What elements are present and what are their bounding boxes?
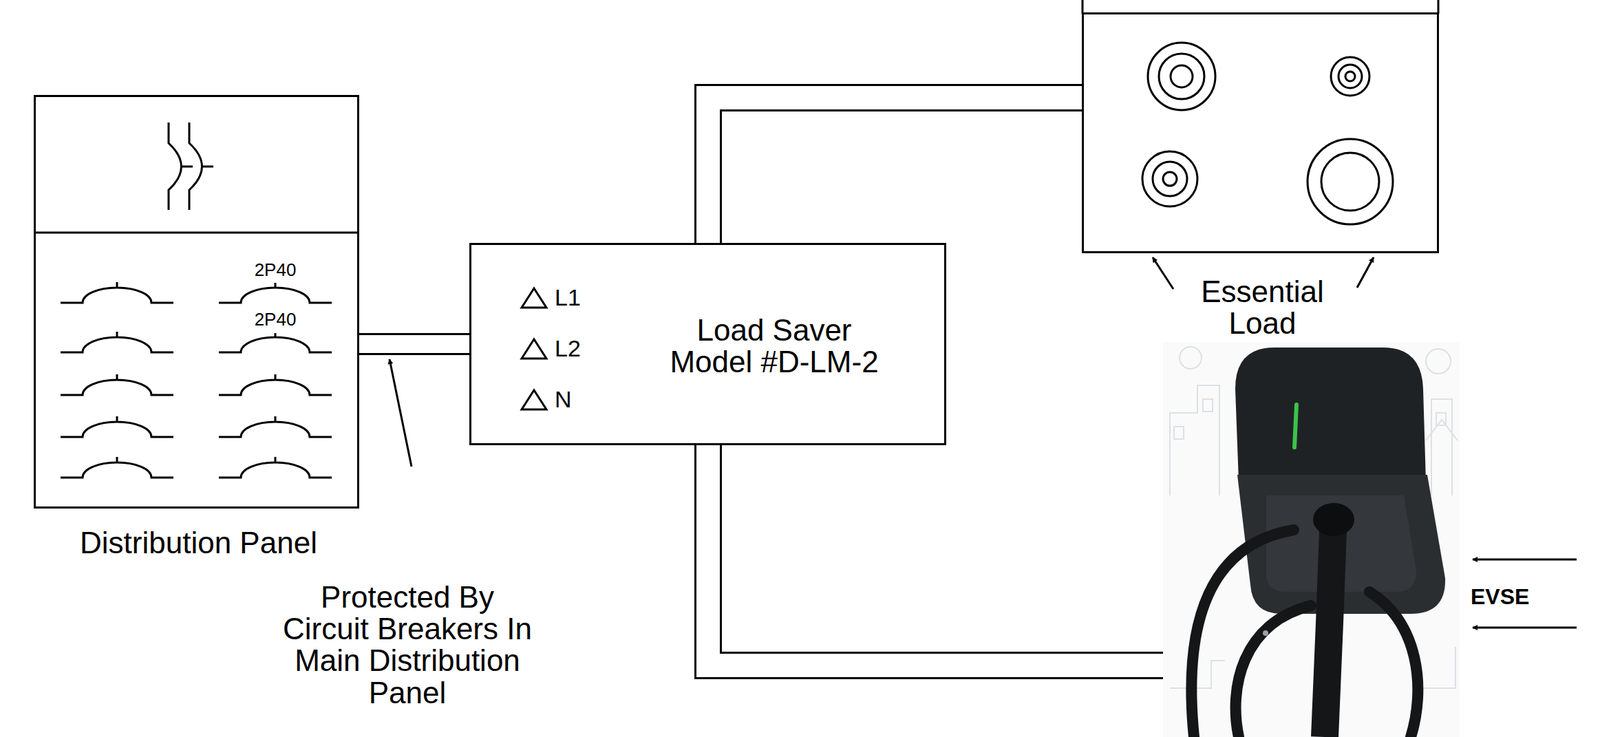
terminal-symbols <box>521 288 547 410</box>
window-sketch <box>1174 426 1184 440</box>
wire-gap <box>708 97 1082 243</box>
panel-divider <box>33 231 360 234</box>
charger-housing <box>1235 347 1426 482</box>
terminal-triangle <box>521 339 547 359</box>
building-sketch <box>1431 399 1453 496</box>
wire-outline <box>708 445 1164 666</box>
cable <box>1191 529 1294 737</box>
breaker-rating: 2P40 <box>254 260 297 281</box>
breaker-symbol <box>218 333 332 353</box>
breaker-symbol <box>218 416 332 437</box>
terminal-triangle <box>521 288 547 308</box>
terminal-triangle <box>521 390 547 410</box>
leader-arrow <box>389 359 412 467</box>
street-sketch <box>1417 646 1456 689</box>
picture-ground <box>1163 342 1460 737</box>
charger-cables <box>1191 512 1418 737</box>
breaker-symbol <box>60 374 174 396</box>
burner-ring <box>1307 139 1393 225</box>
wire-gap <box>708 445 1164 666</box>
double-wire <box>708 97 1082 243</box>
panel-internals <box>33 122 360 478</box>
burner-ring <box>1321 152 1380 211</box>
distribution-panel: Distribution Panel <box>33 94 360 509</box>
burner-ring <box>1170 65 1193 88</box>
breaker-symbol <box>60 331 174 353</box>
box-extension <box>1437 0 1440 14</box>
main-breaker-symbol <box>189 122 214 210</box>
tree-sketch <box>1179 346 1202 369</box>
pointer-arrow <box>1472 626 1577 629</box>
tree-sketch <box>1425 348 1451 374</box>
city-sketch <box>1169 346 1458 689</box>
burner-ring <box>1147 42 1216 111</box>
wire-gap <box>359 335 470 354</box>
essential-load-box: Essential Load <box>1081 12 1439 254</box>
terminal-name: N <box>554 386 572 413</box>
breaker-symbol <box>60 456 174 478</box>
indicator-dot <box>1262 630 1269 636</box>
node-heading: EVSE <box>1470 585 1530 610</box>
window-sketch <box>1436 412 1446 426</box>
double-wire <box>708 445 1164 666</box>
node-heading: Distribution Panel <box>35 527 362 559</box>
status-led <box>1294 404 1297 448</box>
terminal-name: L1 <box>554 284 581 311</box>
evse-picture: EVSE <box>1163 342 1460 737</box>
cable <box>1235 605 1311 737</box>
box-title: Load Saver Model #D-LM-2 <box>660 314 888 378</box>
building-sketch <box>1169 385 1220 496</box>
note-text: Protected By Circuit Breakers In Main Di… <box>278 581 537 709</box>
breaker-symbol <box>218 456 332 478</box>
window-sketch <box>1202 399 1213 412</box>
cooktop-burners <box>1082 0 1439 225</box>
box-extension <box>1081 0 1084 14</box>
burner-ring <box>1330 57 1370 96</box>
pointer-arrow <box>1357 257 1374 288</box>
cable <box>1369 591 1418 737</box>
burner-ring <box>1345 71 1356 82</box>
breaker-rating: 2P40 <box>254 309 297 330</box>
breaker-symbol <box>218 282 332 303</box>
breaker-symbol <box>60 282 174 303</box>
burner-ring <box>1158 53 1205 100</box>
connector-head <box>1313 503 1355 537</box>
ev-charger-picture <box>1163 342 1460 737</box>
burner-ring <box>1163 172 1177 186</box>
burner-ring <box>1142 151 1198 207</box>
burner-ring <box>1338 64 1362 89</box>
roof-sketch <box>1425 419 1458 441</box>
wire-outline <box>359 333 470 356</box>
connector-handle <box>1324 512 1334 737</box>
burner-ring <box>1152 161 1188 197</box>
load-saver-box: Load Saver Model #D-LM-2 <box>469 242 947 446</box>
terminal-name: L2 <box>554 335 581 362</box>
pointer-arrow <box>1472 558 1577 561</box>
breaker-symbol <box>60 416 174 437</box>
double-wire <box>359 344 470 345</box>
wire-outline <box>708 97 1082 243</box>
node-heading: Essential Load <box>1183 275 1342 340</box>
breaker-symbol <box>218 374 332 396</box>
pointer-arrow <box>1152 257 1174 290</box>
